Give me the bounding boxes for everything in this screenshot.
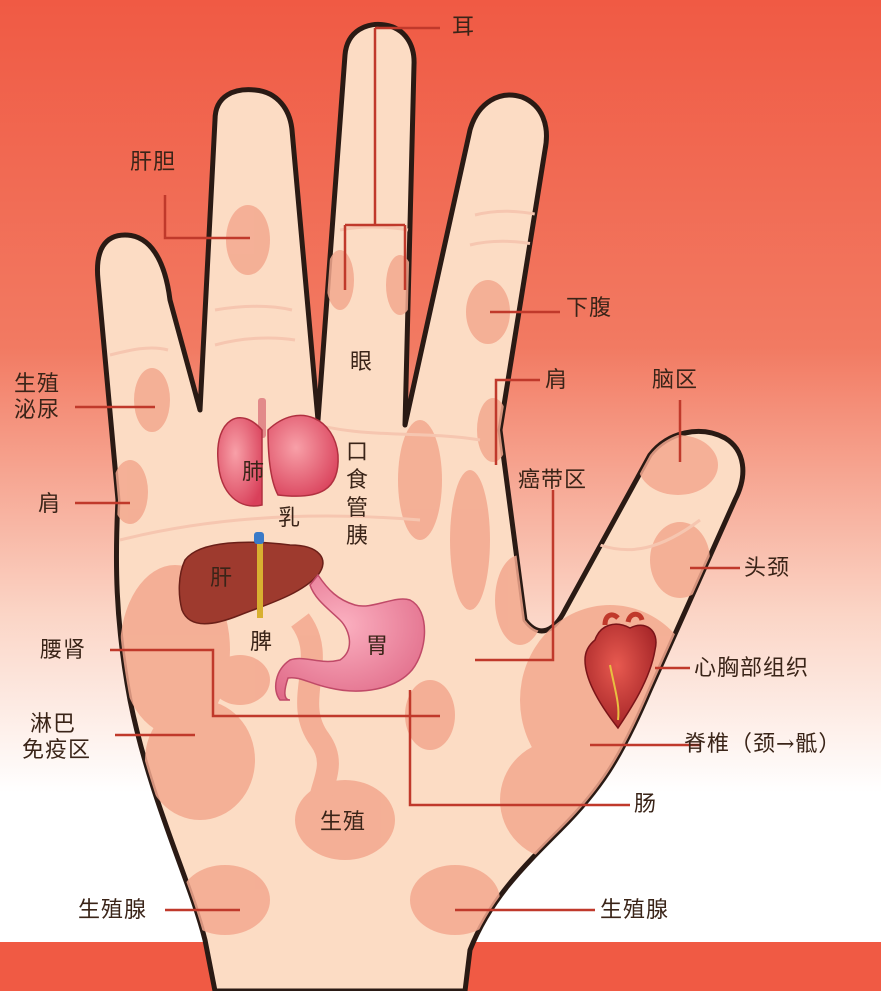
label-eye: 眼 (350, 350, 373, 376)
label-esophagus-2: 管 (346, 496, 369, 522)
label-pancreas: 胰 (346, 524, 369, 550)
label-reproductive-urinary-1: 生殖 (14, 372, 60, 398)
label-gonad-left: 生殖腺 (78, 898, 147, 924)
label-ear: 耳 (452, 15, 475, 41)
label-lower-abdomen: 下腹 (566, 296, 612, 322)
organ-label-spleen: 脾 (250, 624, 272, 656)
label-head-neck: 头颈 (744, 556, 790, 582)
label-heart-chest: 心胸部组织 (694, 656, 809, 682)
label-liver-gallbladder: 肝胆 (130, 150, 176, 176)
label-mouth: 口 (346, 440, 369, 466)
label-intestine: 肠 (634, 792, 657, 818)
organ-label-breast: 乳 (278, 500, 300, 532)
label-waist-kidney: 腰肾 (40, 638, 86, 664)
label-reproductive-urinary-2: 泌尿 (14, 398, 60, 424)
label-esophagus-1: 食 (346, 468, 369, 494)
organ-label-liver: 肝 (210, 560, 232, 592)
label-reproductive-center: 生殖 (320, 810, 366, 836)
label-shoulder-left: 肩 (38, 492, 61, 518)
organ-label-stomach: 胃 (366, 628, 388, 660)
organ-label-lung: 肺 (242, 454, 264, 486)
label-lymph-immune-1: 淋巴 (30, 712, 76, 738)
label-lymph-immune-2: 免疫区 (22, 738, 91, 764)
label-brain-zone: 脑区 (652, 368, 698, 394)
label-spine: 脊椎（颈→骶） (684, 732, 841, 758)
label-gonad-right: 生殖腺 (600, 898, 669, 924)
label-shoulder-right: 肩 (545, 368, 568, 394)
label-cancer-zone: 癌带区 (518, 468, 587, 494)
